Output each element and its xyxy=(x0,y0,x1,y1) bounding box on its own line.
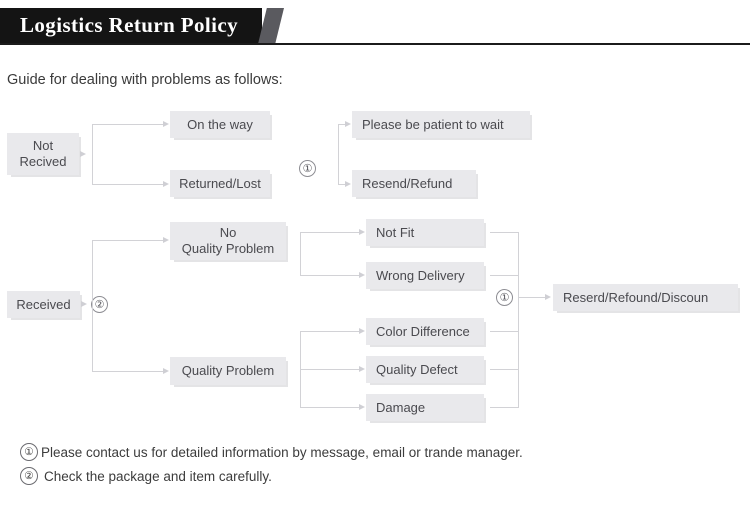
connector-not-received-top xyxy=(92,124,164,125)
note-marker-two: ② xyxy=(20,467,38,485)
subtitle-text: Guide for dealing with problems as follo… xyxy=(7,72,283,88)
connector-merge-color-difference xyxy=(490,331,519,332)
node-returned-lost: Returned/Lost xyxy=(170,170,270,197)
connector-sec1-merge xyxy=(338,124,339,184)
node-quality-defect-label: Quality Defect xyxy=(376,361,458,377)
connector-nqp-not-fit xyxy=(300,232,360,233)
connector-nqp-wrong-delivery xyxy=(300,275,360,276)
node-no-quality-problem-line1: No xyxy=(219,225,237,241)
connector-merge-damage xyxy=(490,407,519,408)
arrow-on-the-way xyxy=(163,120,169,127)
connector-merge-not-fit xyxy=(490,232,519,233)
connector-received-trunk xyxy=(92,240,93,371)
node-wrong-delivery-label: Wrong Delivery xyxy=(376,267,465,283)
note-two-text: Check the package and item carefully. xyxy=(44,468,272,484)
node-on-the-way-label: On the way xyxy=(187,116,253,132)
node-not-fit-label: Not Fit xyxy=(376,224,415,240)
node-color-difference: Color Difference xyxy=(366,318,484,345)
node-final-outcome-label: Reserd/Refound/Discoun xyxy=(563,289,709,305)
header-divider-rule xyxy=(0,43,750,45)
arrow-quality-problem xyxy=(163,367,169,374)
connector-not-received-bottom xyxy=(92,184,164,185)
connector-not-received-trunk xyxy=(92,124,93,184)
node-please-be-patient: Please be patient to wait xyxy=(352,111,530,138)
node-not-received: Not Recived xyxy=(7,133,79,175)
arrow-no-quality-problem xyxy=(163,236,169,243)
connector-nqp-trunk xyxy=(300,232,301,275)
arrow-color-difference xyxy=(359,327,365,334)
node-no-quality-problem: No Quality Problem xyxy=(170,222,286,260)
node-on-the-way: On the way xyxy=(170,111,270,138)
header-band xyxy=(0,8,262,44)
node-damage: Damage xyxy=(366,394,484,421)
arrow-not-received-out xyxy=(80,150,86,157)
node-quality-problem: Quality Problem xyxy=(170,357,286,385)
arrow-final-outcome xyxy=(545,293,551,300)
arrow-resend-refund xyxy=(345,180,351,187)
page-title: Logistics Return Policy xyxy=(20,13,239,37)
arrow-not-fit xyxy=(359,228,365,235)
footer-note-1: ① Please contact us for detailed informa… xyxy=(20,443,523,461)
node-not-received-line2: Recived xyxy=(19,154,67,169)
arrow-received-out xyxy=(81,301,87,307)
footer-note-2: ② Check the package and item carefully. xyxy=(20,467,272,485)
node-resend-refund: Resend/Refund xyxy=(352,170,476,197)
arrow-returned-lost xyxy=(163,180,169,187)
connector-sec1-to-wait xyxy=(338,124,346,125)
marker-two-section2: ② xyxy=(91,296,108,313)
node-color-difference-label: Color Difference xyxy=(376,323,470,339)
connector-merge-to-outcome xyxy=(518,297,546,298)
node-resend-refund-label: Resend/Refund xyxy=(362,175,453,191)
connector-merge-quality-defect xyxy=(490,369,519,370)
note-marker-one: ① xyxy=(20,443,38,461)
node-no-quality-problem-line2: Quality Problem xyxy=(181,241,275,256)
connector-qp-quality-defect xyxy=(300,369,360,370)
connector-final-merge-trunk xyxy=(518,232,519,407)
node-damage-label: Damage xyxy=(376,399,426,415)
note-one-text: Please contact us for detailed informati… xyxy=(41,444,523,460)
node-not-fit: Not Fit xyxy=(366,219,484,246)
connector-sec1-to-resend xyxy=(338,184,346,185)
node-received-label: Received xyxy=(16,296,71,312)
node-returned-lost-label: Returned/Lost xyxy=(179,175,261,191)
node-final-outcome: Reserd/Refound/Discoun xyxy=(553,284,738,311)
node-please-be-patient-label: Please be patient to wait xyxy=(362,116,504,132)
arrow-wrong-delivery xyxy=(359,271,365,278)
node-quality-defect: Quality Defect xyxy=(366,356,484,383)
connector-received-bottom xyxy=(92,371,164,372)
arrow-quality-defect xyxy=(359,365,365,372)
marker-one-section2: ① xyxy=(496,289,513,306)
node-quality-problem-label: Quality Problem xyxy=(181,363,275,379)
node-not-received-line1: Not xyxy=(32,138,54,154)
node-wrong-delivery: Wrong Delivery xyxy=(366,262,484,289)
arrow-damage xyxy=(359,403,365,410)
arrow-please-wait xyxy=(345,120,351,127)
node-received: Received xyxy=(7,291,80,318)
marker-one-section1: ① xyxy=(299,160,316,177)
connector-qp-damage xyxy=(300,407,360,408)
connector-qp-color-difference xyxy=(300,331,360,332)
connector-merge-wrong-delivery xyxy=(490,275,519,276)
connector-received-top xyxy=(92,240,164,241)
